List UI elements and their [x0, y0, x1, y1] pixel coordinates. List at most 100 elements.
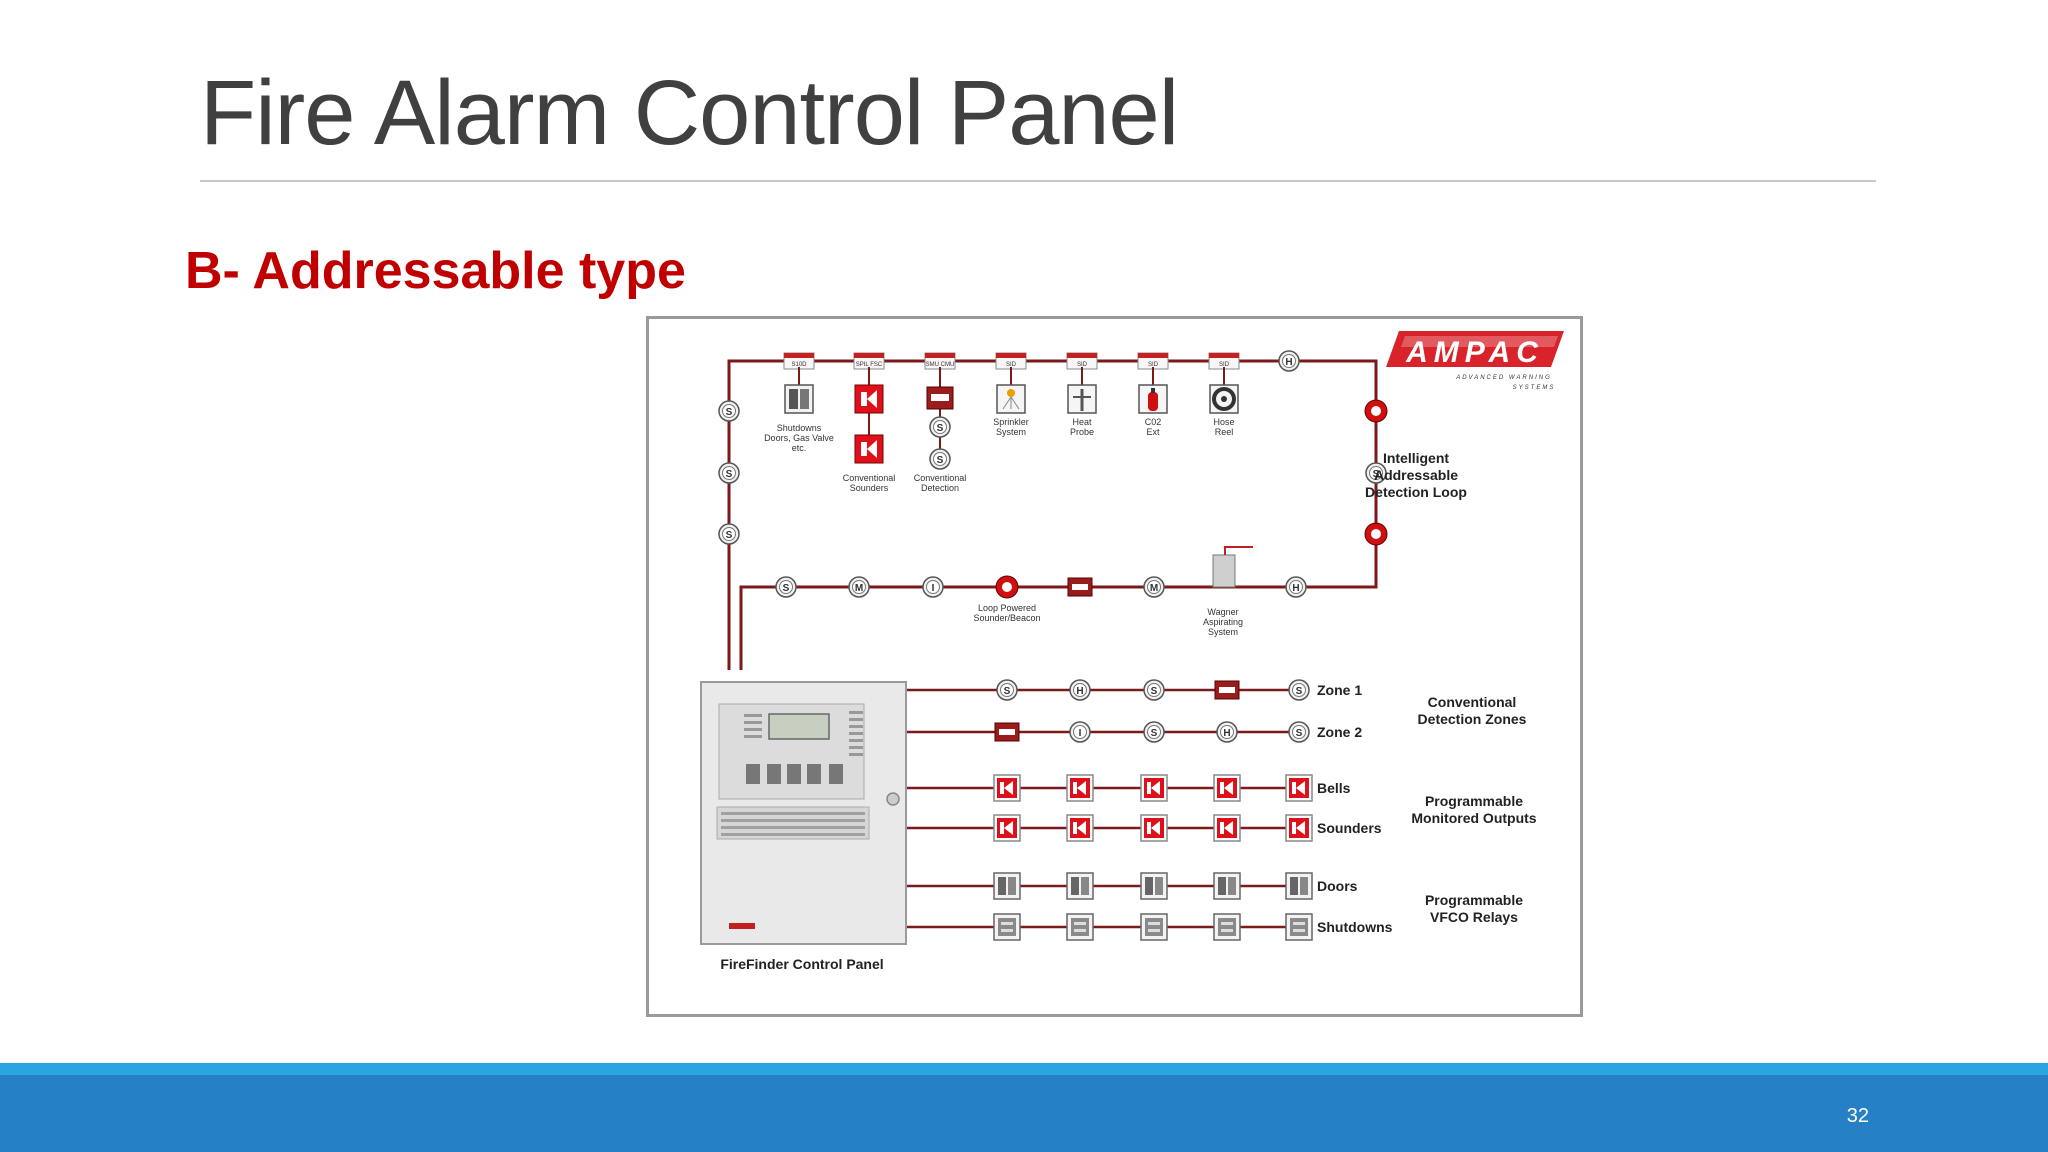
door-holder-device-icon: [784, 384, 814, 414]
zone-line-label: Sounders: [1317, 820, 1382, 836]
label-conv-detection-2: Detection: [921, 483, 959, 493]
door-holder-icon: [1066, 872, 1094, 900]
module-tag-label: SMU CMU: [926, 362, 955, 368]
relay-module-icon: [1214, 680, 1240, 700]
shutdown-relay-icon: [1213, 913, 1241, 941]
svg-text:M: M: [855, 583, 863, 594]
title-divider: [200, 180, 1876, 182]
loop-label-2: Addressable: [1374, 467, 1458, 483]
shutdown-relay-icon: [1285, 913, 1313, 941]
svg-text:S: S: [1151, 728, 1158, 739]
label-sprinkler-1: Sprinkler: [993, 417, 1029, 427]
relay-module-icon: [926, 386, 954, 410]
group-labels: Conventional Detection Zones Programmabl…: [1411, 694, 1536, 925]
aspirating-system-icon: [1212, 546, 1253, 588]
loop-label-3: Detection Loop: [1365, 484, 1467, 500]
label-conv-sounders-2: Sounders: [850, 483, 889, 493]
detector-s-icon: S: [1288, 721, 1310, 743]
svg-text:H: H: [1223, 728, 1230, 739]
detector-s-icon: S: [929, 448, 951, 470]
page-number: 32: [1846, 1105, 1869, 1127]
panel-label: FireFinder Control Panel: [720, 956, 883, 972]
group-monitored-1: Programmable: [1425, 793, 1523, 809]
logo-tagline-2: SYSTEMS: [1513, 385, 1556, 391]
label-co2-2: Ext: [1146, 427, 1160, 437]
module-tag-label: SID: [1219, 362, 1230, 368]
hose-reel-icon: [1209, 384, 1239, 414]
detector-h-icon: H: [1278, 350, 1300, 372]
bell-icon: [1285, 814, 1313, 842]
sounder-icon: [854, 434, 884, 464]
shutdown-relay-icon: [1066, 913, 1094, 941]
logo-tagline-1: ADVANCED WARNING: [1455, 375, 1552, 381]
detector-s-icon: S: [718, 462, 740, 484]
loop-label: Intelligent Addressable Detection Loop: [1365, 450, 1467, 500]
group-monitored-2: Monitored Outputs: [1411, 810, 1536, 826]
detector-i-icon: I: [1069, 721, 1091, 743]
loop-module-tag: SID: [1208, 352, 1240, 370]
bell-icon: [1140, 774, 1168, 802]
detector-i-icon: I: [922, 576, 944, 598]
detector-h-icon: H: [1285, 576, 1307, 598]
bell-icon: [993, 774, 1021, 802]
detector-s-icon: S: [929, 416, 951, 438]
loop-module-tag: SMU CMU: [924, 352, 956, 370]
sprinkler-icon: [996, 384, 1026, 414]
module-tag-label: S10D: [791, 362, 807, 368]
detector-h-icon: H: [1069, 679, 1091, 701]
label-sounder-beacon-2: Sounder/Beacon: [973, 613, 1040, 623]
bell-icon: [1213, 814, 1241, 842]
zone-line-label: Bells: [1317, 780, 1351, 796]
label-hose-1: Hose: [1213, 417, 1234, 427]
heat-probe-icon: [1067, 384, 1097, 414]
label-hose-2: Reel: [1215, 427, 1234, 437]
module-tag-label: SID: [1077, 362, 1088, 368]
svg-text:S: S: [726, 407, 733, 418]
detector-s-icon: S: [1288, 679, 1310, 701]
zone-line-label: Zone 1: [1317, 682, 1362, 698]
label-conv-sounders-1: Conventional: [843, 473, 896, 483]
module-tag-label: SID: [1148, 362, 1159, 368]
svg-text:S: S: [1004, 686, 1011, 697]
group-conventional-2: Detection Zones: [1418, 711, 1527, 727]
detector-m-icon: M: [848, 576, 870, 598]
svg-text:M: M: [1150, 583, 1158, 594]
detector-s-icon: S: [718, 400, 740, 422]
manual-call-point-icon: [1364, 399, 1388, 423]
zone-line-label: Doors: [1317, 878, 1358, 894]
loop-module-tag: SID: [1066, 352, 1098, 370]
top-row-devices: Shutdowns Doors, Gas Valve etc. Conventi…: [764, 367, 1239, 493]
detector-s-icon: S: [1143, 679, 1165, 701]
group-relays-2: VFCO Relays: [1430, 909, 1518, 925]
door-holder-icon: [993, 872, 1021, 900]
bell-icon: [1285, 774, 1313, 802]
manual-call-point-icon: [1364, 522, 1388, 546]
relay-module-icon: [1067, 577, 1093, 597]
label-shutdowns-2: Doors, Gas Valve: [764, 433, 834, 443]
label-wagner-1: Wagner: [1207, 607, 1238, 617]
slide-title: Fire Alarm Control Panel: [200, 62, 1179, 164]
door-holder-icon: [1285, 872, 1313, 900]
bell-icon: [1213, 774, 1241, 802]
manual-call-point-icon: [995, 575, 1019, 599]
label-sprinkler-2: System: [996, 427, 1026, 437]
detector-m-icon: M: [1143, 576, 1165, 598]
slide-subtitle: B- Addressable type: [185, 242, 686, 300]
detector-s-icon: S: [1365, 462, 1387, 484]
svg-text:S: S: [937, 455, 944, 466]
svg-text:S: S: [937, 423, 944, 434]
addressable-loop-wiring: [727, 359, 1378, 670]
svg-text:S: S: [1151, 686, 1158, 697]
bell-icon: [993, 814, 1021, 842]
detector-s-icon: S: [996, 679, 1018, 701]
loop-module-tag: S10D: [783, 352, 815, 370]
zone-line-label: Zone 2: [1317, 724, 1362, 740]
group-conventional-1: Conventional: [1428, 694, 1517, 710]
bell-icon: [1066, 814, 1094, 842]
svg-text:H: H: [1292, 583, 1299, 594]
